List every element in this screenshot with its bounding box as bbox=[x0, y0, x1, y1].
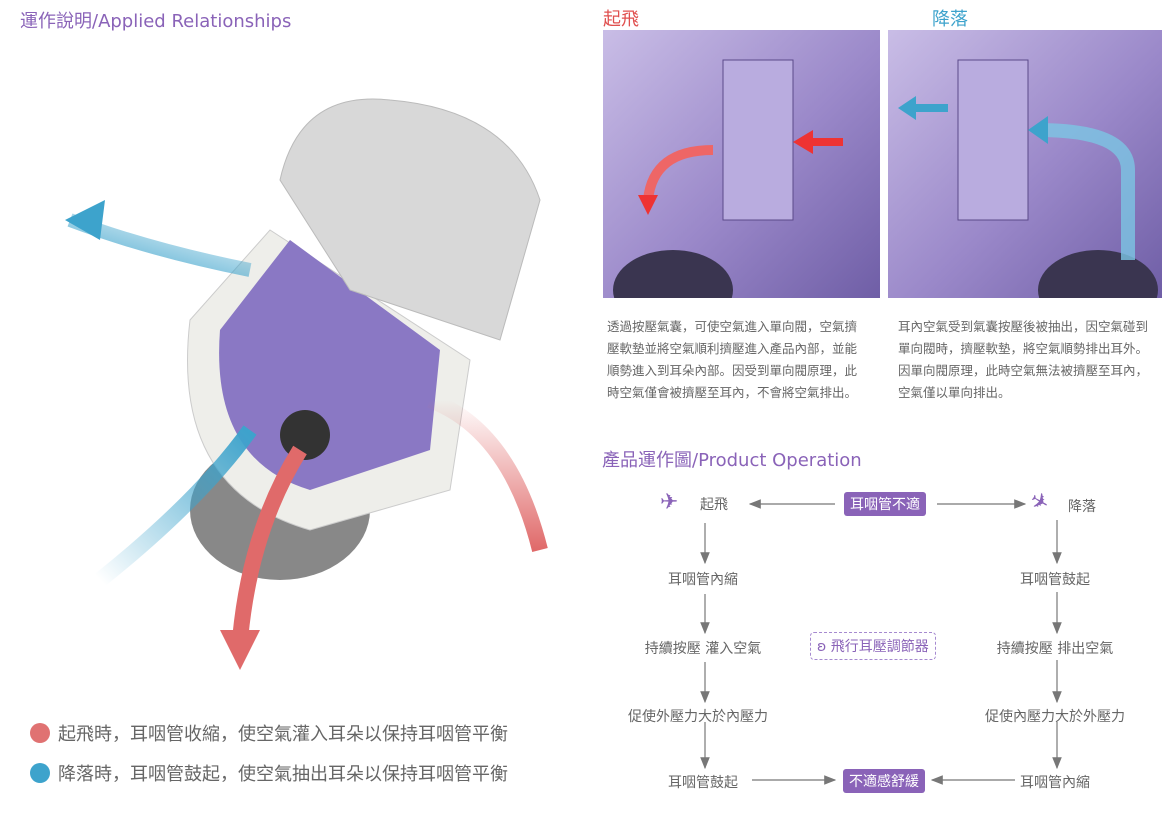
flow-relief-badge: 不適感舒緩 bbox=[843, 769, 925, 793]
flow-left-step: 促使外壓力大於內壓力 bbox=[628, 709, 768, 725]
red-dot-icon bbox=[30, 723, 50, 743]
flow-right-step: 促使內壓力大於外壓力 bbox=[985, 709, 1125, 725]
flow-landing: 降落 bbox=[1068, 499, 1096, 515]
ear-icon: ʚ bbox=[817, 639, 827, 655]
flow-left-step: 耳咽管鼓起 bbox=[668, 775, 738, 791]
section-title-operation: 產品運作圖/Product Operation bbox=[602, 450, 862, 471]
flow-discomfort-badge: 耳咽管不適 bbox=[844, 492, 926, 516]
landing-valve-photo bbox=[888, 30, 1162, 298]
product-name-box: ʚ 飛行耳壓調節器 bbox=[810, 632, 936, 660]
blue-dot-icon bbox=[30, 763, 50, 783]
flow-left-step: 持續按壓 灌入空氣 bbox=[644, 641, 762, 657]
takeoff-valve-photo bbox=[603, 30, 880, 298]
legend-text: 起飛時，耳咽管收縮，使空氣灌入耳朵以保持耳咽管平衡 bbox=[58, 724, 508, 745]
flow-right-step: 耳咽管內縮 bbox=[1020, 775, 1090, 791]
legend-takeoff: 起飛時，耳咽管收縮，使空氣灌入耳朵以保持耳咽管平衡 bbox=[30, 720, 508, 746]
section-title-applied: 運作說明/Applied Relationships bbox=[20, 11, 292, 32]
flow-right-step: 耳咽管鼓起 bbox=[1020, 572, 1090, 588]
legend-landing: 降落時，耳咽管鼓起，使空氣抽出耳朵以保持耳咽管平衡 bbox=[30, 760, 508, 786]
landing-label: 降落 bbox=[932, 9, 968, 30]
product-name: 飛行耳壓調節器 bbox=[830, 639, 929, 655]
airplane-takeoff-icon: ✈ bbox=[660, 490, 679, 515]
takeoff-label: 起飛 bbox=[603, 9, 639, 30]
flow-right-step: 持續按壓 排出空氣 bbox=[996, 641, 1114, 657]
takeoff-description: 透過按壓氣囊，可使空氣進入單向閥，空氣擠壓軟墊並將空氣順利擠壓進入產品內部，並能… bbox=[607, 319, 858, 400]
legend-text: 降落時，耳咽管鼓起，使空氣抽出耳朵以保持耳咽管平衡 bbox=[58, 764, 508, 785]
earplug-illustration bbox=[65, 98, 548, 670]
flow-takeoff: 起飛 bbox=[700, 497, 728, 513]
landing-description: 耳內空氣受到氣囊按壓後被抽出，因空氣碰到單向閥時，擠壓軟墊，將空氣順勢排出耳外。… bbox=[898, 319, 1149, 400]
flow-left-step: 耳咽管內縮 bbox=[668, 572, 738, 588]
